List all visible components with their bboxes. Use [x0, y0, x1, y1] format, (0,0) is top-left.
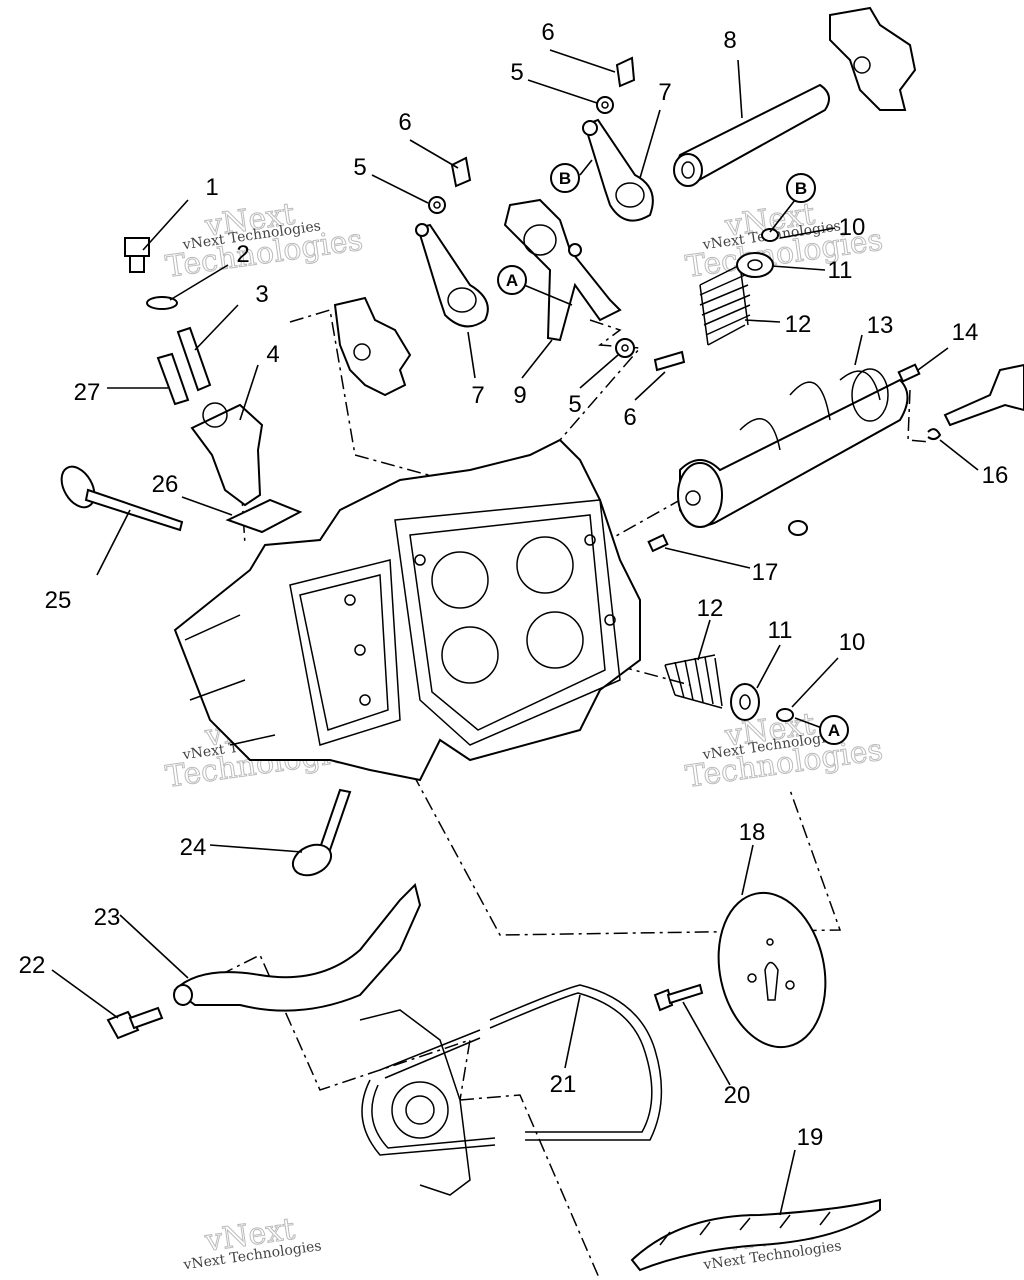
rocker-arm-center — [503, 198, 622, 342]
callout-17: 17 — [752, 559, 779, 586]
reference-mark-a-top: A — [497, 265, 527, 295]
snap-ring — [927, 428, 942, 441]
leader-lines — [51, 49, 979, 1216]
callout-20: 20 — [724, 1082, 751, 1109]
callout-3: 3 — [255, 281, 268, 308]
rocker-arm-left — [415, 223, 489, 328]
callout-12-top: 12 — [785, 311, 812, 338]
cam-sprocket — [717, 891, 827, 1049]
callout-18: 18 — [739, 819, 766, 846]
cam-chain — [361, 984, 663, 1156]
dowel-pin — [647, 533, 669, 553]
callout-6-bottom: 6 — [623, 404, 636, 431]
callout-16: 16 — [982, 462, 1009, 489]
callout-6-top: 6 — [541, 19, 554, 46]
valve-intake — [60, 465, 184, 532]
callout-23: 23 — [94, 904, 121, 931]
watermark-bottom-left: vNext vNext Technologies — [182, 1211, 323, 1273]
callout-5-bottom: 5 — [568, 391, 581, 418]
callout-12-bottom: 12 — [697, 595, 724, 622]
callout-26: 26 — [152, 471, 179, 498]
reference-mark-b-left: B — [550, 163, 580, 193]
valve-spring-upper — [699, 264, 751, 346]
svg-text:A: A — [506, 271, 518, 290]
valve-keepers — [761, 228, 794, 722]
callout-11-top: 11 — [828, 257, 853, 284]
adjuster-screws — [450, 56, 686, 372]
watermark-top-left: vNext Technologies vNext Technologies — [163, 196, 365, 285]
cam-chain-tensioner — [190, 402, 264, 507]
spring-retainers — [730, 252, 774, 721]
callout-25: 25 — [45, 587, 72, 614]
oil-plug — [124, 237, 150, 273]
callout-13: 13 — [867, 312, 894, 339]
reference-mark-a-bottom: A — [819, 715, 849, 745]
rocker-arm-right — [582, 118, 654, 222]
guide-bolt — [106, 1006, 164, 1040]
callout-19: 19 — [797, 1124, 824, 1151]
valve-spring-lower — [664, 654, 723, 709]
lock-nuts — [428, 96, 635, 358]
callout-21: 21 — [550, 1071, 577, 1098]
callout-8: 8 — [723, 27, 736, 54]
tensioner-gasket — [225, 498, 303, 534]
callout-5-top: 5 — [510, 59, 523, 86]
chain-guide-lower — [630, 1198, 881, 1272]
callout-27: 27 — [74, 379, 101, 406]
callout-6-left: 6 — [398, 109, 411, 136]
small-washer — [788, 520, 808, 536]
callout-10-top: 10 — [839, 214, 866, 241]
cylinder-head — [173, 438, 641, 782]
callout-11-bottom: 11 — [768, 617, 793, 644]
sealing-washer — [146, 296, 178, 310]
callout-7-top: 7 — [658, 79, 671, 106]
callout-10-bottom: 10 — [839, 629, 866, 656]
camshaft — [677, 368, 909, 528]
studs — [156, 326, 212, 406]
callout-2: 2 — [236, 241, 249, 268]
callout-4: 4 — [266, 341, 279, 368]
crank-sprocket — [359, 1009, 471, 1196]
decompression-lever — [943, 363, 1024, 427]
callout-14: 14 — [952, 319, 979, 346]
decompression-pin — [897, 363, 921, 383]
callout-1: 1 — [205, 174, 218, 201]
rocker-shaft — [673, 83, 830, 187]
callout-labels: 1 2 3 4 5 5 5 6 6 6 7 7 8 9 10 10 11 11 … — [19, 19, 1009, 1151]
svg-text:B: B — [795, 179, 807, 198]
callout-9: 9 — [513, 382, 526, 409]
callout-24: 24 — [180, 834, 207, 861]
valve-exhaust — [291, 788, 352, 877]
svg-text:A: A — [828, 721, 840, 740]
assembly-lines — [219, 309, 931, 1280]
svg-text:B: B — [559, 169, 571, 188]
sprocket-bolt — [653, 983, 704, 1012]
chain-guide-upper — [173, 883, 422, 1012]
rocker-bracket-left — [333, 296, 412, 397]
reference-mark-b-right: B — [786, 173, 816, 203]
callout-7-bottom: 7 — [471, 382, 484, 409]
rocker-bracket-right — [829, 6, 917, 111]
callout-22: 22 — [19, 952, 46, 979]
callout-5-left: 5 — [353, 154, 366, 181]
